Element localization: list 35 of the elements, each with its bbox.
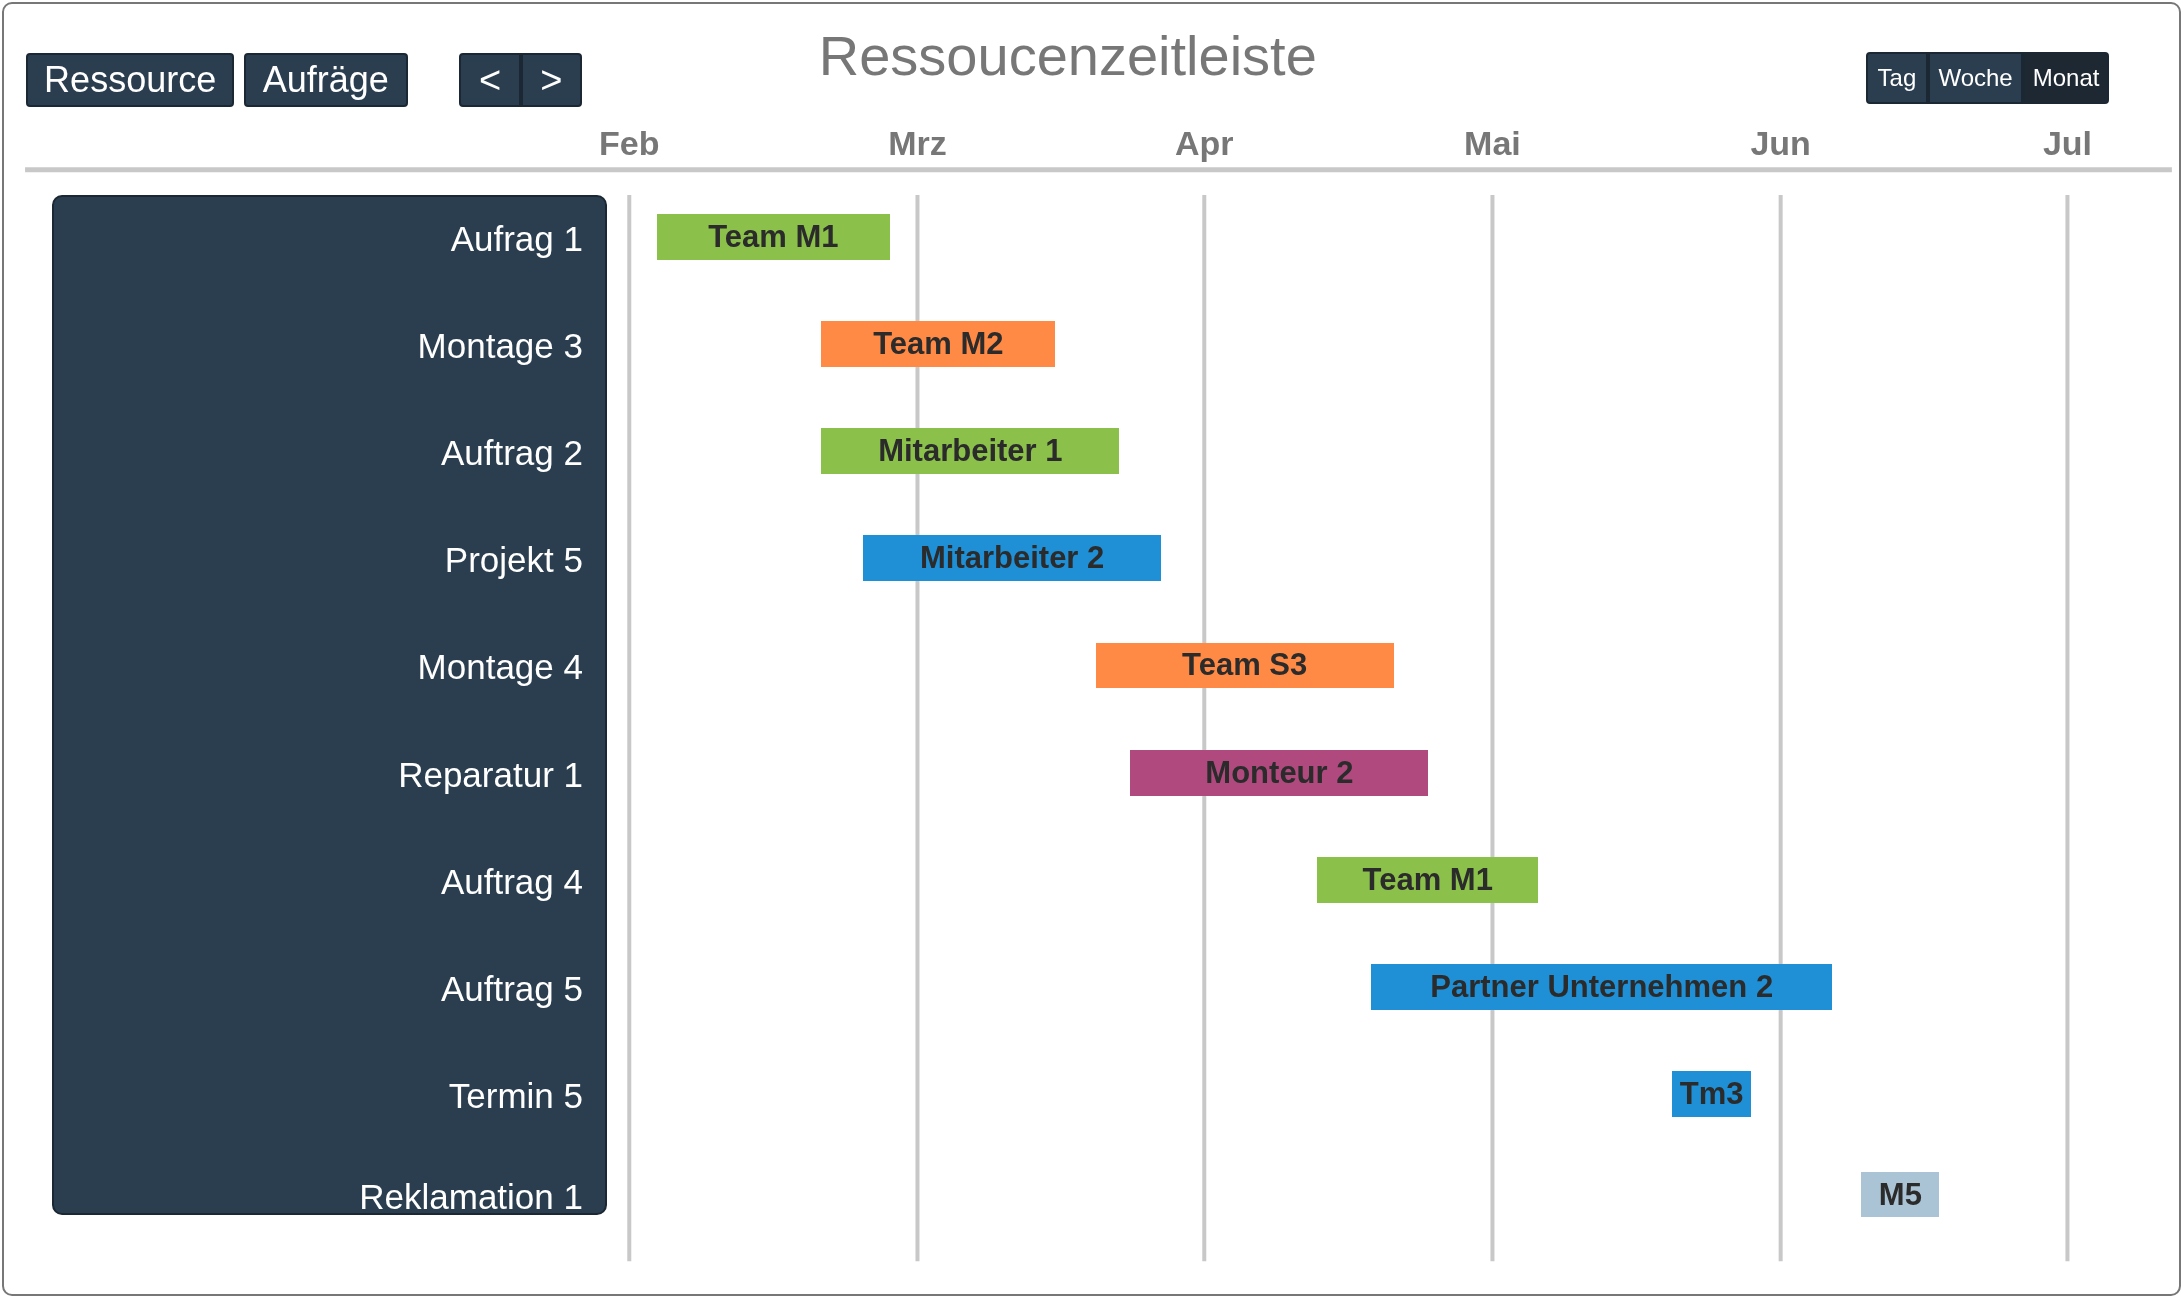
row-label: Projekt 5 (443, 539, 583, 582)
timeline-bar: M5 (1861, 1171, 1940, 1218)
resource-panel (51, 194, 607, 1216)
previous-button: < (459, 52, 521, 108)
row-label: Termin 5 (447, 1075, 583, 1118)
month-label: Apr (1174, 122, 1235, 164)
timeline-bar: Team M1 (657, 213, 890, 260)
title: Ressoucenzeitleiste (817, 23, 1318, 90)
timeline-bar: Team M2 (821, 320, 1056, 367)
month-label: Mai (1463, 122, 1522, 164)
timeline-bar: Tm3 (1672, 1071, 1752, 1118)
resource-button: Ressource (26, 52, 234, 108)
timeline-bar: Partner Unternehmen 2 (1371, 964, 1833, 1011)
row-label: Auftrag 4 (439, 860, 583, 903)
row-label: Montage 3 (416, 324, 583, 367)
row-label: Aufrag 1 (449, 217, 583, 260)
timeline-bar: Team M1 (1317, 856, 1539, 903)
month-tab: Monat (2022, 51, 2110, 105)
day-tab: Tag (1865, 51, 1929, 105)
timeline-bar: Team S3 (1095, 642, 1394, 689)
month-label: Mrz (887, 122, 948, 164)
timeline-bar: Mitarbeiter 1 (821, 428, 1120, 475)
orders-button: Aufräge (243, 52, 408, 108)
month-label: Feb (598, 122, 661, 164)
timeline-bar: Mitarbeiter 2 (863, 535, 1162, 582)
month-label: Jul (2041, 122, 2093, 164)
row-label: Reparatur 1 (397, 753, 583, 796)
timeline-bar: Monteur 2 (1130, 749, 1429, 796)
row-label: Auftrag 2 (439, 432, 583, 475)
row-label: Auftrag 5 (439, 968, 583, 1011)
next-button: > (520, 52, 582, 108)
row-label: Montage 4 (416, 646, 583, 689)
week-tab: Woche (1928, 51, 2023, 105)
row-label: Reklamation 1 (358, 1175, 583, 1218)
month-label: Jun (1749, 122, 1812, 164)
